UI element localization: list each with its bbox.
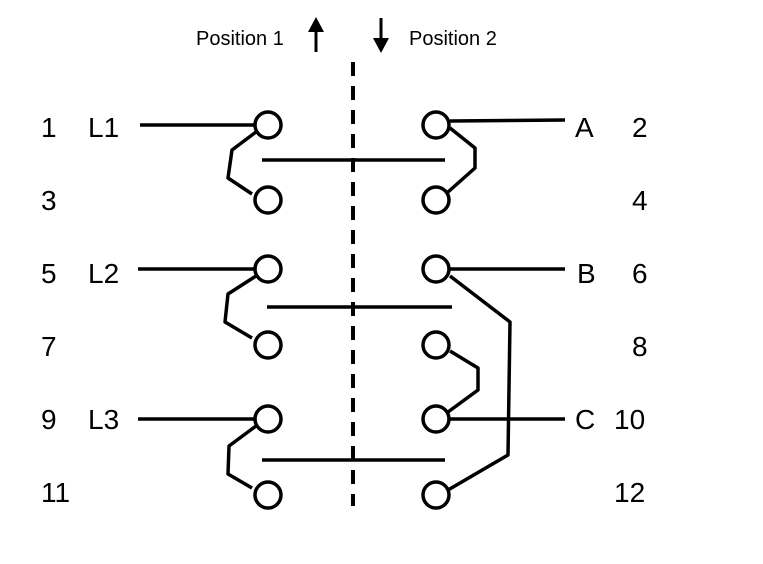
output-label-a: A (575, 112, 594, 143)
contact-5 (253, 254, 283, 284)
contact-7 (253, 330, 283, 360)
line-label-l3: L3 (88, 404, 119, 435)
contact-9 (253, 404, 283, 434)
wire-a-output (449, 118, 566, 123)
terminal-number-7: 7 (41, 331, 57, 362)
contact-2 (421, 110, 451, 140)
jumper-9-11 (226, 424, 258, 490)
contact-1 (253, 110, 283, 140)
arrow-down-icon (373, 18, 389, 53)
terminal-number-4: 4 (632, 185, 648, 216)
contact-12 (421, 480, 451, 510)
terminal-number-3: 3 (41, 185, 57, 216)
terminal-number-6: 6 (632, 258, 648, 289)
output-label-b: B (577, 258, 596, 289)
output-label-c: C (575, 404, 595, 435)
terminal-number-5: 5 (41, 258, 57, 289)
contact-6 (421, 254, 451, 284)
line-label-l2: L2 (88, 258, 119, 289)
terminal-number-1: 1 (41, 112, 57, 143)
line-label-l1: L1 (88, 112, 119, 143)
arrow-up-icon (308, 17, 324, 52)
jumper-2-4 (446, 126, 477, 194)
contact-3 (253, 185, 283, 215)
contact-11 (253, 480, 283, 510)
contact-8 (421, 330, 451, 360)
position-1-label: Position 1 (196, 28, 284, 50)
jumper-6-12 (447, 274, 512, 492)
terminal-number-11: 11 (41, 477, 70, 508)
jumper-8-10 (446, 349, 480, 414)
contact-10 (421, 404, 451, 434)
position-2-label: Position 2 (409, 28, 497, 50)
jumper-5-7 (223, 274, 257, 340)
terminal-number-8: 8 (632, 331, 648, 362)
jumper-1-3 (226, 130, 258, 196)
terminal-number-12: 12 (614, 477, 645, 508)
contact-4 (421, 185, 451, 215)
terminal-number-9: 9 (41, 404, 57, 435)
terminal-number-2: 2 (632, 112, 648, 143)
terminal-number-10: 10 (614, 404, 645, 435)
